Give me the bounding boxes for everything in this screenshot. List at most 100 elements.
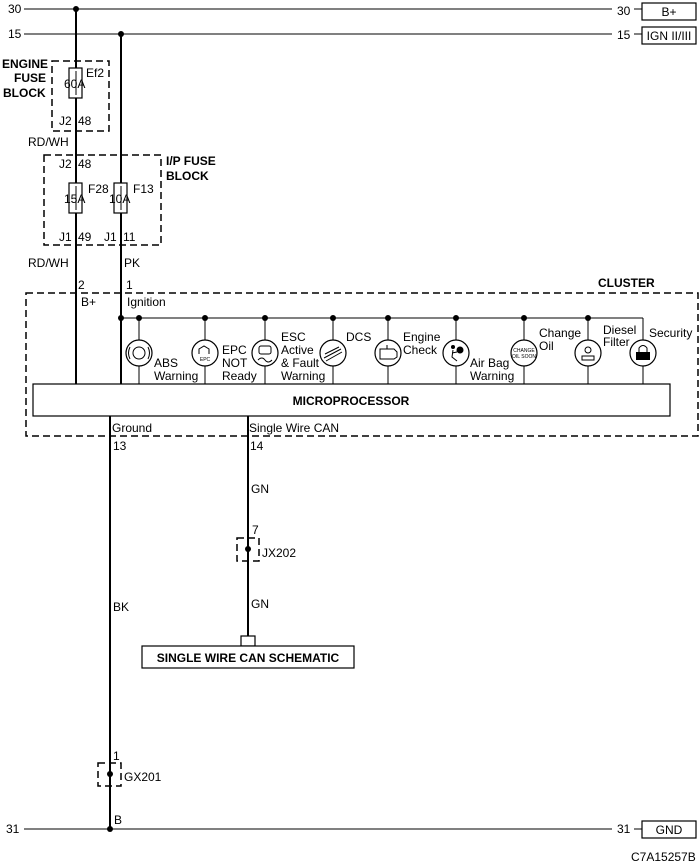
rail-15-left-num: 15 bbox=[8, 27, 22, 41]
epc-label-2: NOT bbox=[222, 356, 248, 370]
abs-label-1: ABS bbox=[154, 356, 178, 370]
ignition-pin-label: Ignition bbox=[127, 295, 166, 309]
bplus-label: B+ bbox=[661, 5, 676, 19]
rail-31-left-num: 31 bbox=[6, 822, 20, 836]
can-wire-color-bottom: GN bbox=[251, 597, 269, 611]
rail-31: 31 31 GND bbox=[6, 820, 697, 839]
indicator-lamps: ABS Warning EPC EPC NOT Ready bbox=[125, 315, 692, 384]
abs-label-2: Warning bbox=[154, 369, 198, 383]
indicator-change-oil: CHANGE OIL SOON Change Oil bbox=[510, 315, 581, 384]
epc-label-3: Ready bbox=[222, 369, 257, 383]
gx201-connector bbox=[97, 762, 122, 787]
can-wire-color-top: GN bbox=[251, 482, 269, 496]
ip-fuse-bot-conn-b: J1 bbox=[104, 230, 117, 244]
pin-bplus: 2 bbox=[78, 278, 85, 292]
abs-icon bbox=[125, 339, 153, 367]
indicator-dcs: DCS bbox=[319, 315, 371, 384]
microprocessor-box bbox=[32, 383, 671, 417]
can-wire: GN 7 JX202 GN SINGLE WIRE CAN SCHEMATIC bbox=[141, 416, 355, 669]
ip-fuse-title-2: BLOCK bbox=[166, 169, 209, 183]
pin-ign: 1 bbox=[126, 278, 133, 292]
ign-label-box bbox=[641, 26, 697, 45]
airbag-label-2: Warning bbox=[470, 369, 514, 383]
engine-fuse-conn: J2 bbox=[59, 114, 72, 128]
gnd-label-box bbox=[641, 820, 697, 839]
cluster-outline bbox=[25, 292, 699, 437]
cluster-title: CLUSTER bbox=[598, 276, 655, 290]
can-connector-name: JX202 bbox=[262, 546, 296, 560]
ground-connector-name: GX201 bbox=[124, 770, 162, 784]
indicator-abs: ABS Warning bbox=[125, 315, 198, 384]
bplus-pin-label: B+ bbox=[81, 295, 96, 309]
fuse-ef2-rating: 60A bbox=[64, 77, 85, 91]
ground-wire: BK 1 GX201 B bbox=[97, 416, 162, 829]
ground-pin: 13 bbox=[113, 439, 127, 453]
ground-connector-pin: 1 bbox=[113, 749, 120, 763]
bplus-label-box bbox=[641, 2, 697, 21]
fuse-f13-rating: 10A bbox=[109, 192, 130, 206]
engine-fuse-pin: 48 bbox=[78, 114, 92, 128]
can-schematic-ref-box bbox=[141, 645, 355, 669]
change-oil-label-1: Change bbox=[539, 326, 581, 340]
indicator-diesel-filter: Diesel Filter bbox=[574, 315, 636, 384]
ground-wire-color: BK bbox=[113, 600, 129, 614]
jx202-connector bbox=[236, 537, 260, 562]
wire-color-1: RD/WH bbox=[28, 135, 69, 149]
esc-label-3: & Fault bbox=[281, 356, 320, 370]
can-connector-pin: 7 bbox=[252, 523, 259, 537]
rail-15: 15 15 IGN II/III bbox=[8, 26, 697, 45]
security-label-1: Security bbox=[649, 326, 692, 340]
figure-id: C7A15257B bbox=[631, 850, 696, 864]
esc-icon bbox=[251, 339, 279, 367]
ip-fuse-bot-pin-b: 11 bbox=[123, 230, 136, 244]
indicator-security: Security bbox=[629, 318, 692, 384]
airbag-label-1: Air Bag bbox=[470, 356, 509, 370]
ip-fuse-block: I/P FUSE BLOCK J2 48 F28 15A F13 10A J1 … bbox=[43, 34, 216, 384]
diesel-filter-label-2: Filter bbox=[603, 335, 630, 349]
esc-label-2: Active bbox=[281, 343, 314, 357]
epc-label-1: EPC bbox=[222, 343, 247, 357]
microprocessor-label: MICROPROCESSOR bbox=[293, 394, 410, 408]
wire-color-2b: PK bbox=[124, 256, 140, 270]
airbag-icon bbox=[442, 339, 470, 367]
change-oil-icon-text-1: CHANGE bbox=[513, 348, 535, 354]
engine-fuse-title-3: BLOCK bbox=[3, 86, 46, 100]
rail-30: 30 30 B+ bbox=[8, 2, 697, 21]
dcs-label-1: DCS bbox=[346, 330, 371, 344]
ground-label: Ground bbox=[112, 421, 152, 435]
indicator-engine-check: Engine Check bbox=[374, 315, 441, 384]
esc-label-1: ESC bbox=[281, 330, 306, 344]
indicator-airbag: Air Bag Warning bbox=[442, 315, 514, 384]
fuse-ef2-name: Ef2 bbox=[86, 66, 104, 80]
ground-point: B bbox=[114, 813, 122, 827]
splice-dot bbox=[118, 315, 124, 321]
fuse-f13-name: F13 bbox=[133, 182, 154, 196]
esc-label-4: Warning bbox=[281, 369, 325, 383]
diesel-filter-label-1: Diesel bbox=[603, 323, 636, 337]
engine-fuse-title-1: ENGINE bbox=[2, 57, 48, 71]
ip-fuse-bot-conn-a: J1 bbox=[59, 230, 72, 244]
can-label: Single Wire CAN bbox=[249, 421, 339, 435]
change-oil-icon-text-2: OIL SOON bbox=[512, 354, 536, 360]
rail-30-left-num: 30 bbox=[8, 2, 22, 16]
engine-fuse-title-2: FUSE bbox=[14, 71, 46, 85]
rail-30-right-num: 30 bbox=[617, 4, 631, 18]
fuse-f28-rating: 15A bbox=[64, 192, 85, 206]
wire-color-2a: RD/WH bbox=[28, 256, 69, 270]
ip-fuse-title-1: I/P FUSE bbox=[166, 154, 216, 168]
change-oil-label-2: Oil bbox=[539, 339, 554, 353]
ip-fuse-bot-pin-a: 49 bbox=[78, 230, 92, 244]
engine-fuse-block: ENGINE FUSE BLOCK Ef2 60A J2 48 bbox=[2, 9, 110, 161]
cluster: CLUSTER 2 B+ 1 Ignition ABS Warning bbox=[25, 276, 699, 453]
engine-check-label-2: Check bbox=[403, 343, 438, 357]
rail-15-right-num: 15 bbox=[617, 28, 631, 42]
ip-fuse-top-conn: J2 bbox=[59, 157, 72, 171]
ign-label: IGN II/III bbox=[647, 29, 692, 43]
gnd-label: GND bbox=[656, 823, 683, 837]
engine-check-label-1: Engine bbox=[403, 330, 441, 344]
rail-31-right-num: 31 bbox=[617, 822, 631, 836]
can-pin: 14 bbox=[250, 439, 264, 453]
indicator-epc: EPC EPC NOT Ready bbox=[191, 315, 257, 384]
ip-fuse-top-pin: 48 bbox=[78, 157, 92, 171]
